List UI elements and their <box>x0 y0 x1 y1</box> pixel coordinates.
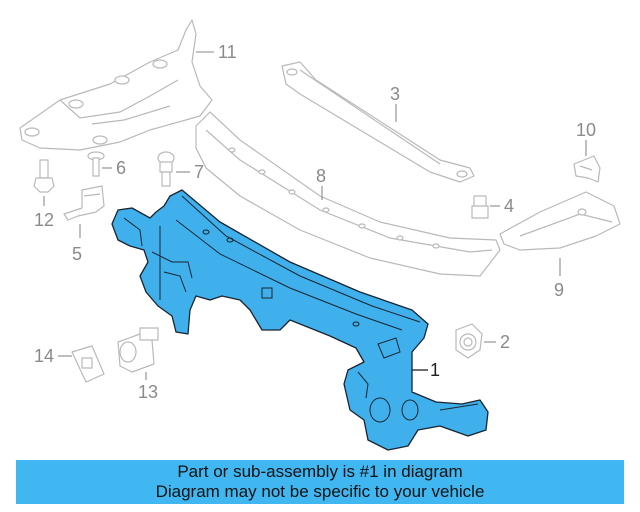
callout-1: 1 <box>430 360 440 380</box>
part-8-beam <box>195 111 501 277</box>
callout-11: 11 <box>218 42 237 62</box>
callout-10: 10 <box>576 120 596 140</box>
part-10-bracket <box>573 155 601 183</box>
part-12-bolt <box>33 159 55 193</box>
part-6-screw <box>87 151 105 177</box>
part-3-support-bar <box>281 61 475 183</box>
part-11-shield <box>19 19 213 151</box>
callout-3: 3 <box>390 84 400 104</box>
callout-5: 5 <box>72 244 82 264</box>
part-14-plate <box>71 345 105 383</box>
part-1-front-carrier <box>111 189 489 451</box>
banner-line-2: Diagram may not be specific to your vehi… <box>155 482 485 501</box>
part-7-stud <box>157 151 175 187</box>
callout-8: 8 <box>316 166 326 186</box>
callout-13: 13 <box>138 382 158 402</box>
callout-4: 4 <box>504 196 514 216</box>
callout-9: 9 <box>554 280 564 300</box>
part-9-side-bracket <box>499 191 621 251</box>
part-2-bushing <box>455 323 483 359</box>
part-5-clip <box>63 185 105 221</box>
callout-6: 6 <box>116 158 126 178</box>
info-banner: Part or sub-assembly is #1 in diagram Di… <box>16 460 624 504</box>
banner-line-1: Part or sub-assembly is #1 in diagram <box>177 462 463 481</box>
callout-7: 7 <box>194 162 204 182</box>
callout-12: 12 <box>34 210 54 230</box>
part-4-bolt <box>471 195 489 219</box>
callout-14: 14 <box>34 346 54 366</box>
callout-2: 2 <box>500 332 510 352</box>
part-13-sensor <box>117 327 159 373</box>
